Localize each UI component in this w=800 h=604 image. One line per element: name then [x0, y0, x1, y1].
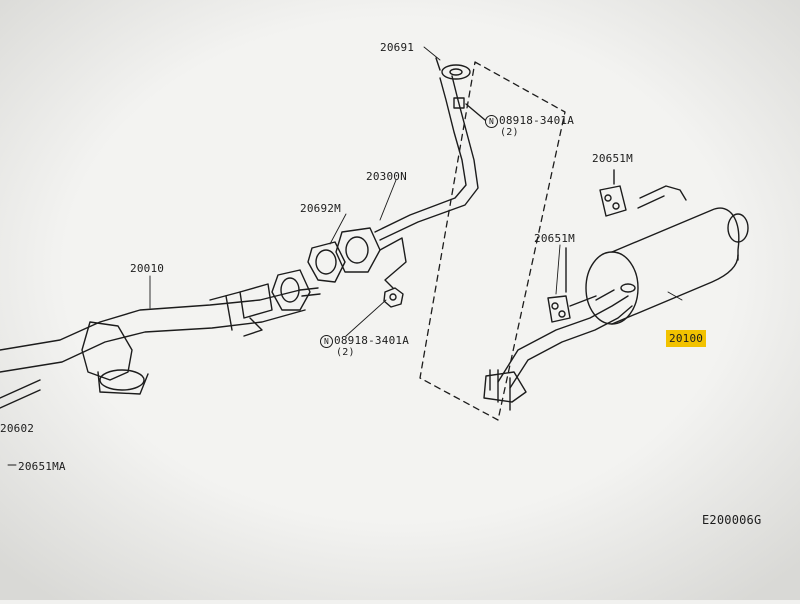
muffler-20100 — [585, 185, 749, 325]
label-20010: 20010 — [130, 262, 165, 275]
label-20691: 20691 — [380, 41, 415, 54]
gasket-20692m — [307, 241, 346, 283]
front-pipe-20300n — [374, 75, 479, 241]
label-08918-top-qty: (2) — [500, 127, 519, 138]
rubber-mount-top — [599, 169, 627, 217]
label-20692m: 20692M — [300, 202, 341, 215]
front-pipe-flange — [335, 227, 381, 273]
label-20651m-mid: 20651M — [534, 232, 575, 245]
n-mark-icon: N — [320, 335, 333, 348]
leader-lines — [7, 46, 683, 466]
label-08918-bot-part: 08918-3401A — [334, 334, 410, 347]
rubber-mount-mid — [547, 247, 597, 323]
kit-boundary — [419, 61, 566, 421]
center-pipe-20010 — [0, 269, 321, 373]
nut-bottom — [379, 237, 407, 308]
label-20300n: 20300N — [366, 170, 407, 183]
flange-20691 — [435, 57, 471, 80]
label-08918-bot-qty: (2) — [336, 347, 355, 358]
rear-flange — [483, 369, 527, 411]
label-20651ma: 20651MA — [18, 460, 66, 473]
nut-top — [453, 97, 486, 121]
tail-pipe — [497, 283, 636, 389]
label-08918-top-part: 08918-3401A — [499, 114, 575, 127]
diagram-code: E200006G — [702, 513, 762, 527]
label-20100-highlighted: 20100 — [666, 330, 707, 347]
label-20602: 20602 — [0, 422, 35, 435]
catalyst-joint — [0, 321, 149, 409]
label-20651m-top: 20651M — [592, 152, 633, 165]
n-mark-icon: N — [485, 115, 498, 128]
